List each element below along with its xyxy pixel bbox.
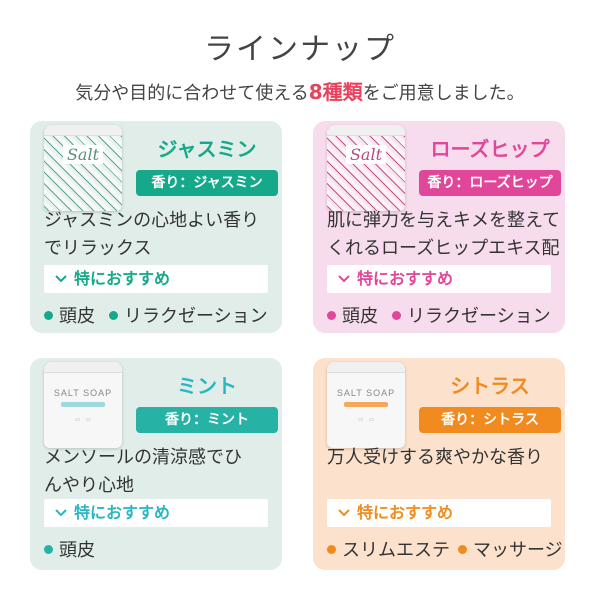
- recommend-label: 特におすすめ: [357, 503, 454, 522]
- page-subtitle: 気分や目的に合わせて使える8種類をご用意しました。: [0, 76, 600, 105]
- description-line: でリラックス: [44, 238, 152, 259]
- tag-label: リラクゼーション: [407, 306, 551, 327]
- recommend-bar: 特におすすめ: [327, 499, 551, 527]
- tag-label: スリムエステ: [342, 540, 450, 561]
- product-name: ローズヒップ: [430, 137, 550, 161]
- subtitle-text-after: をご用意しました。: [362, 83, 525, 104]
- jar-white-icon: SALT SOAP ▭▭: [44, 362, 122, 448]
- product-card-rosehip: Salt ローズヒップ 香り：ローズヒップ 肌に弾力を与えキメを整えて くれるロ…: [313, 121, 565, 333]
- product-card-mint: SALT SOAP ▭▭ ミント 香り：ミント メンソールの清涼感でひ んやり心…: [30, 358, 282, 570]
- tag-item: 頭皮: [327, 302, 378, 328]
- jar-brand: Salt: [62, 145, 104, 164]
- product-name: ミント: [177, 374, 237, 398]
- tag-item: マッサージ: [458, 536, 563, 562]
- tag-item: スリムエステ: [327, 536, 450, 562]
- tag-label: 頭皮: [59, 306, 95, 327]
- bullet-dot-icon: [458, 544, 467, 554]
- jar-brand: SALT SOAP: [336, 388, 396, 398]
- tag-item: リラクゼーション: [109, 302, 268, 328]
- product-name: シトラス: [450, 374, 530, 398]
- chevron-down-icon: [54, 265, 68, 293]
- page-title: ラインナップ: [204, 32, 396, 67]
- product-card-jasmine: Salt ジャスミン 香り：ジャスミン ジャスミンの心地よい香り でリラックス …: [30, 121, 282, 333]
- scent-badge: 香り：シトラス: [419, 407, 561, 433]
- product-card-citrus: SALT SOAP ▭▭ シトラス 香り：シトラス 万人受けする爽やかな香り 特…: [313, 358, 565, 570]
- recommend-label: 特におすすめ: [357, 269, 454, 288]
- description-line: 肌に弾力を与えキメを整えて: [327, 210, 561, 231]
- tag-label: マッサージ: [473, 540, 563, 561]
- jar-brand: Salt: [345, 145, 387, 164]
- recommend-bar: 特におすすめ: [327, 265, 551, 293]
- jar-pink-pattern-icon: Salt: [327, 125, 405, 211]
- bullet-dot-icon: [327, 544, 336, 554]
- scent-badge: 香り：ジャスミン: [136, 170, 278, 196]
- jar-green-pattern-icon: Salt: [44, 125, 122, 211]
- description-line: ジャスミンの心地よい香り: [44, 210, 260, 231]
- description-line: んやり心地: [44, 475, 134, 496]
- chevron-down-icon: [54, 499, 68, 527]
- tag-list: 頭皮 リラクゼーション: [327, 302, 565, 328]
- tag-label: 頭皮: [342, 306, 378, 327]
- bullet-dot-icon: [109, 310, 118, 320]
- bullet-dot-icon: [44, 544, 53, 554]
- chevron-down-icon: [337, 265, 351, 293]
- product-description: ジャスミンの心地よい香り でリラックス: [44, 207, 284, 263]
- subtitle-highlight: 8種類: [308, 80, 363, 104]
- bullet-dot-icon: [44, 310, 53, 320]
- recommend-label: 特におすすめ: [74, 269, 171, 288]
- subtitle-text-before: 気分や目的に合わせて使える: [75, 83, 309, 104]
- recommend-label: 特におすすめ: [74, 503, 171, 522]
- recommend-bar: 特におすすめ: [44, 265, 268, 293]
- tag-label: 頭皮: [59, 540, 95, 561]
- chevron-down-icon: [337, 499, 351, 527]
- tag-item: リラクゼーション: [392, 302, 551, 328]
- scent-badge: 香り：ローズヒップ: [419, 170, 561, 196]
- product-description: メンソールの清涼感でひ んやり心地: [44, 444, 284, 500]
- product-description: 万人受けする爽やかな香り: [327, 444, 567, 472]
- tag-list: 頭皮 リラクゼーション: [44, 302, 282, 328]
- product-name: ジャスミン: [157, 137, 257, 161]
- tag-label: リラクゼーション: [124, 306, 268, 327]
- scent-badge: 香り：ミント: [136, 407, 278, 433]
- recommend-bar: 特におすすめ: [44, 499, 268, 527]
- tag-item: 頭皮: [44, 536, 95, 562]
- description-line: メンソールの清涼感でひ: [44, 447, 242, 468]
- tag-list: スリムエステ マッサージ: [327, 536, 565, 562]
- jar-brand: SALT SOAP: [53, 388, 113, 398]
- tag-item: 頭皮: [44, 302, 95, 328]
- bullet-dot-icon: [392, 310, 401, 320]
- bullet-dot-icon: [327, 310, 336, 320]
- jar-white-icon: SALT SOAP ▭▭: [327, 362, 405, 448]
- description-line: 万人受けする爽やかな香り: [327, 447, 543, 468]
- tag-list: 頭皮: [44, 536, 282, 562]
